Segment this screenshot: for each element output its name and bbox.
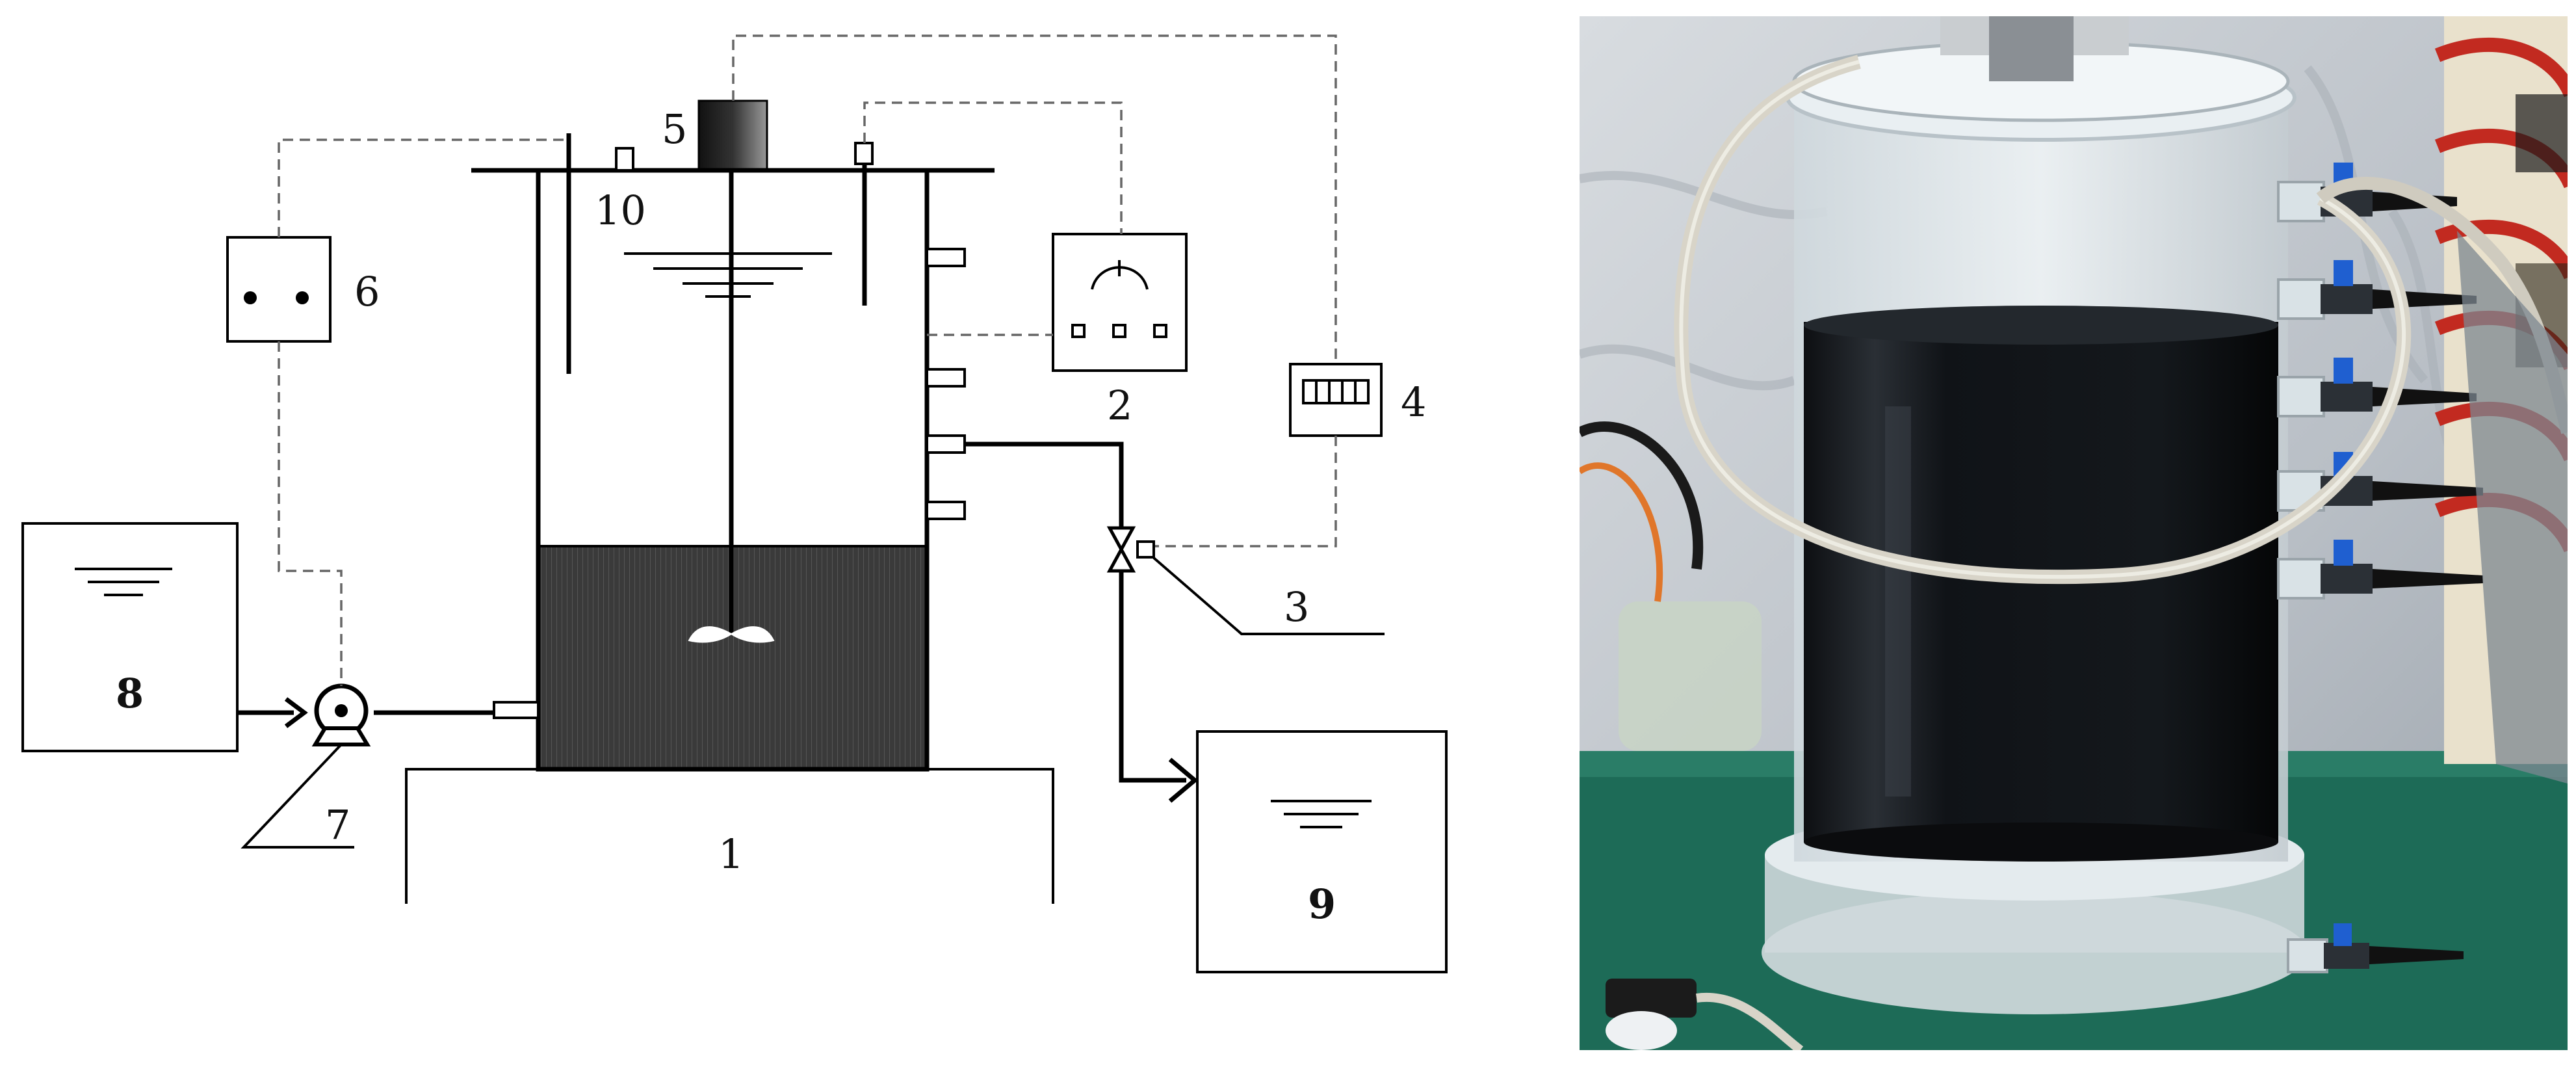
solenoid-valve-icon: [1106, 526, 1155, 573]
label-valve: 3: [1284, 583, 1309, 631]
label-effluent-tank: 9: [1308, 880, 1336, 928]
control-line-valve: [1154, 436, 1337, 547]
control-line-motor: [732, 34, 1337, 364]
feed-tank: [21, 522, 239, 752]
probe-right-cap: [854, 142, 874, 165]
control-line-probe: [278, 138, 569, 237]
pump-icon: [284, 683, 371, 746]
pump-leader: [241, 743, 354, 849]
valve-leader: [1152, 557, 1385, 635]
label-timer: 4: [1401, 378, 1426, 426]
effluent-arrow-icon: [1168, 757, 1199, 803]
side-ports: [926, 248, 966, 520]
control-line-pump: [278, 341, 343, 686]
effluent-line-upper: [965, 441, 1124, 528]
reactor-schematic: 1 2 3 4 5 6 7 8 9 10: [21, 34, 1448, 973]
controller-meter: [1052, 233, 1188, 372]
label-base: 1: [718, 830, 744, 878]
label-controller: 2: [1107, 382, 1132, 429]
photo-reactor-column: [1762, 16, 2308, 1014]
timer: [1289, 363, 1383, 437]
motor: [697, 99, 768, 170]
effluent-tank: [1196, 730, 1448, 973]
reactor-vessel: [471, 99, 995, 772]
inlet-port: [493, 701, 540, 719]
label-feed-tank: 8: [116, 670, 144, 717]
impeller-icon: [688, 626, 775, 643]
label-pump: 7: [325, 801, 350, 849]
label-sensor-port: 10: [595, 187, 646, 234]
water-level-mark: [624, 252, 832, 298]
control-line-probe-right: [863, 101, 1123, 234]
effluent-line-lower: [1119, 571, 1186, 783]
reactor-photo: [1580, 16, 2568, 1050]
sensor-port: [615, 147, 634, 172]
pump-controller: [226, 236, 332, 343]
label-motor: 5: [662, 105, 687, 153]
label-pump-controller: 6: [354, 268, 380, 315]
